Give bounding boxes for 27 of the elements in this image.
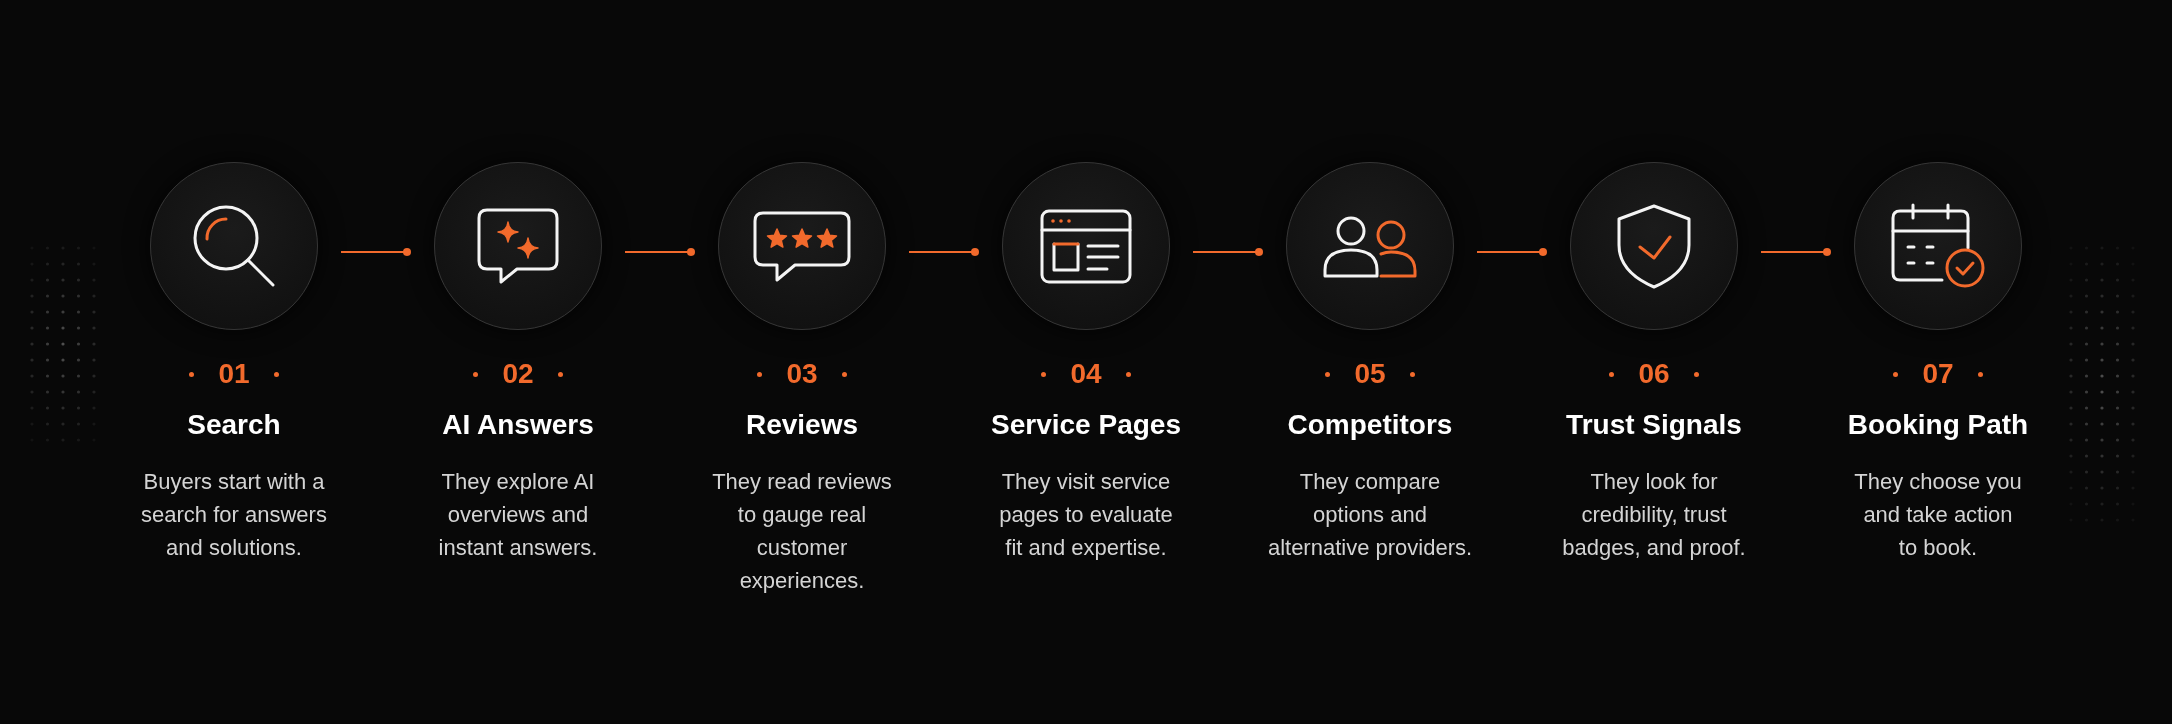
step-number: 05 (1354, 358, 1386, 390)
connector-line (1192, 248, 1263, 256)
step-number: 01 (218, 358, 250, 390)
step-description: They explore AI overviews and instant answers. (437, 468, 599, 562)
connector-line (340, 248, 411, 256)
connector-line (1476, 248, 1547, 256)
step-description: They compare options and alternative providers. (1266, 468, 1474, 562)
step-number: 04 (1070, 358, 1102, 390)
step-description: They visit service pages to evaluate fit and expertise. (998, 468, 1174, 562)
step-title: Service Pages (991, 408, 1181, 442)
step-title: Trust Signals (1566, 408, 1742, 442)
step-number: 06 (1638, 358, 1670, 390)
step-description: Buyers start with a search for answers and solutions. (140, 468, 328, 562)
step-number: 07 (1922, 358, 1954, 390)
step-description: They choose you and take action to book. (1853, 468, 2023, 562)
step-description: They read reviews to gauge real customer experiences. (711, 468, 893, 595)
step-title: AI Answers (442, 408, 594, 442)
connector-line (1760, 248, 1831, 256)
step-title: Reviews (745, 408, 859, 442)
step-title: Competitors (1287, 408, 1453, 442)
connector-line (908, 248, 979, 256)
step-title: Booking Path (1847, 408, 2029, 442)
step-number: 02 (502, 358, 534, 390)
step-number: 03 (786, 358, 818, 390)
step-description: They look for credibility, trust badges, and proof. (1561, 468, 1747, 562)
connector-line (624, 248, 695, 256)
step-title: Search (187, 408, 281, 442)
